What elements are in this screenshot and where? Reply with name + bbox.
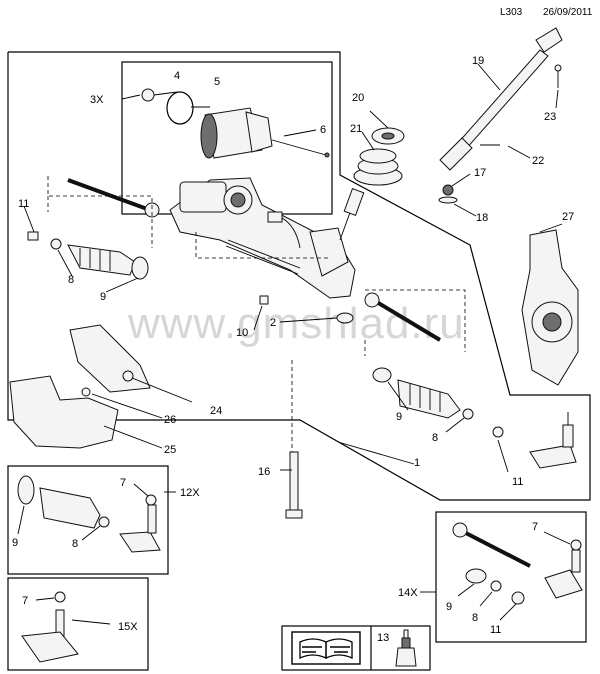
callout-7-kit14: 7 xyxy=(532,521,538,533)
callout-16: 16 xyxy=(258,466,270,478)
callout-labels: 1 2 3X 4 5 6 7 7 7 8 8 8 8 9 9 9 9 10 11… xyxy=(12,55,574,644)
pinion-seal-assembly xyxy=(339,127,405,241)
callout-24: 24 xyxy=(210,405,222,417)
mounting-hardware xyxy=(259,295,354,519)
kit-14x-parts xyxy=(452,522,583,605)
left-tie-rod-and-boot xyxy=(27,178,160,280)
kit-12x-parts xyxy=(17,475,161,553)
callout-6: 6 xyxy=(320,124,326,136)
callout-11-right: 11 xyxy=(512,476,523,488)
callout-8-kit14: 8 xyxy=(472,612,478,624)
callout-7-kit15: 7 xyxy=(22,595,28,607)
heat-shield xyxy=(9,324,151,449)
callout-11-left: 11 xyxy=(18,198,29,210)
kit-14x-box xyxy=(435,511,587,643)
steering-knuckle xyxy=(521,229,579,386)
steering-rack-housing xyxy=(169,177,356,299)
callout-1: 1 xyxy=(414,457,420,469)
callout-9-right: 9 xyxy=(396,411,402,423)
callout-4: 4 xyxy=(174,70,180,82)
callout-10: 10 xyxy=(236,327,248,339)
callout-21: 21 xyxy=(350,123,362,135)
callout-7-kit12: 7 xyxy=(120,477,126,489)
watermark: www.gmshlad.ru xyxy=(127,299,465,348)
callout-9-left: 9 xyxy=(100,291,106,303)
callout-26: 26 xyxy=(164,414,176,426)
callout-13: 13 xyxy=(377,632,389,644)
callout-3x: 3X xyxy=(90,94,104,106)
leader-lines xyxy=(17,63,571,625)
diagram-code: L303 xyxy=(500,7,523,18)
callout-25: 25 xyxy=(164,444,176,456)
diagram-date: 26/09/2011 xyxy=(543,7,593,18)
callout-9-kit12: 9 xyxy=(12,537,18,549)
callout-14x: 14X xyxy=(398,587,418,599)
motor-assembly xyxy=(141,88,330,159)
kit-15x-parts xyxy=(21,591,79,663)
callout-9-kit14: 9 xyxy=(446,601,452,613)
callout-23: 23 xyxy=(544,111,556,123)
callout-8-left: 8 xyxy=(68,274,74,286)
callout-18: 18 xyxy=(476,212,488,224)
callout-27: 27 xyxy=(562,211,574,223)
intermediate-shaft xyxy=(438,27,563,204)
callout-17: 17 xyxy=(474,167,486,179)
callout-5: 5 xyxy=(214,76,220,88)
lubricant-tube-icon xyxy=(395,629,417,667)
callout-8-kit12: 8 xyxy=(72,538,78,550)
callout-11-kit14: 11 xyxy=(490,624,501,636)
callout-20: 20 xyxy=(352,92,364,104)
callout-2: 2 xyxy=(270,317,276,329)
callout-19: 19 xyxy=(472,55,484,67)
kit-12x-box xyxy=(7,465,169,575)
right-tie-rod-and-boot xyxy=(364,292,504,438)
main-assembly-frame xyxy=(7,51,591,501)
callout-12x: 12X xyxy=(180,487,200,499)
callout-8-right: 8 xyxy=(432,432,438,444)
manual-book-icon xyxy=(291,631,361,665)
callout-22: 22 xyxy=(532,155,544,167)
right-outer-tie-rod-end xyxy=(529,412,577,469)
kit-15x-box xyxy=(7,577,149,671)
manual-box xyxy=(281,625,431,671)
callout-15x: 15X xyxy=(118,621,138,633)
